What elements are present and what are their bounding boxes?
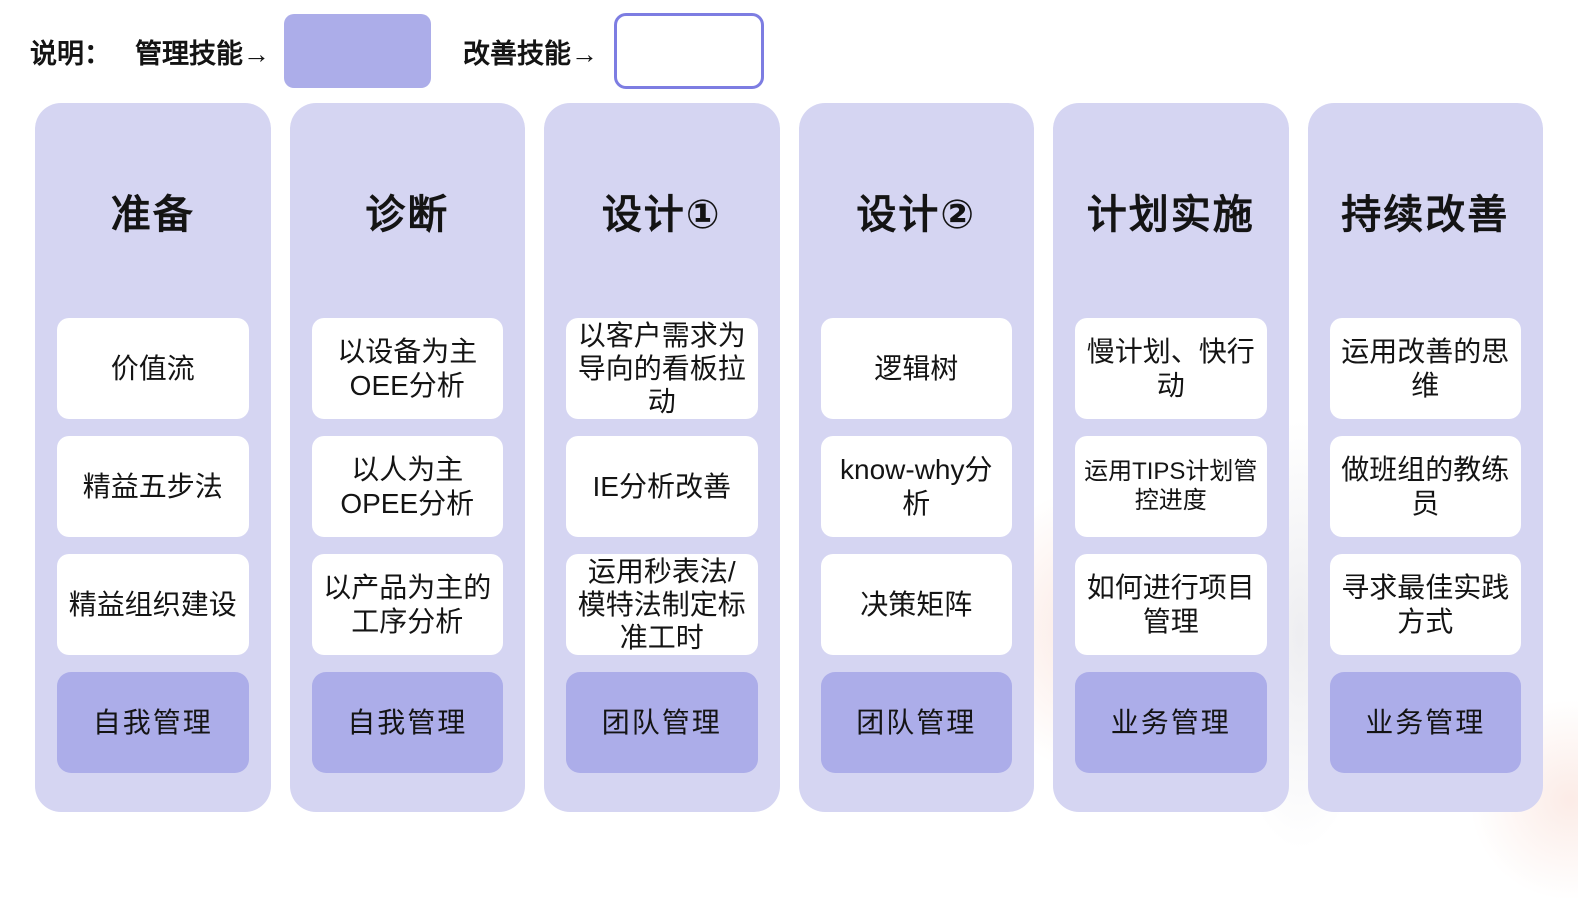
column-title: 诊断: [365, 192, 450, 237]
skill-card-label: 决策矩阵: [860, 588, 973, 620]
management-skill-label: 管理技能→: [135, 38, 270, 69]
skill-card: 价值流: [57, 318, 249, 419]
management-card-label: 自我管理: [92, 706, 213, 738]
skill-card: 慢计划、快行动: [1075, 318, 1267, 419]
legend-caption: 说明：: [30, 38, 111, 69]
stage-board: 准备 价值流 精益五步法 精益组织建设 自我管理 诊断 以设备为主OEE分析 以…: [0, 102, 1578, 812]
management-card: 业务管理: [1075, 672, 1267, 773]
skill-card: 如何进行项目管理: [1075, 554, 1267, 655]
skill-card-label: 逻辑树: [874, 352, 959, 384]
skill-card-label: 以人为主OPEE分析: [340, 454, 475, 519]
legend: 说明： 管理技能→ 改善技能→: [0, 0, 1578, 102]
skill-card-label: 运用秒表法/模特法制定标准工时: [577, 555, 746, 654]
stage-column-preparation: 准备 价值流 精益五步法 精益组织建设 自我管理: [35, 103, 271, 812]
skill-card: 运用改善的思维: [1329, 318, 1521, 419]
card-list: 逻辑树 know-why分析 决策矩阵 团队管理: [799, 318, 1035, 773]
skill-card-label: 以客户需求为导向的看板拉动: [577, 319, 746, 418]
management-card-label: 自我管理: [347, 706, 468, 738]
column-title: 持续改善: [1341, 192, 1510, 237]
skill-card: 以产品为主的工序分析: [311, 554, 503, 655]
improvement-skill-label: 改善技能→: [463, 38, 598, 69]
skill-card-label: 寻求最佳实践方式: [1341, 572, 1510, 637]
management-card-label: 业务管理: [1365, 706, 1486, 738]
column-title: 准备: [110, 192, 195, 237]
improvement-skill-swatch: [614, 13, 764, 89]
management-card: 团队管理: [566, 672, 758, 773]
column-title: 设计②: [856, 192, 977, 237]
skill-card: 决策矩阵: [820, 554, 1012, 655]
skill-card-label: 慢计划、快行动: [1086, 336, 1255, 401]
management-card-label: 业务管理: [1110, 706, 1231, 738]
card-list: 以客户需求为导向的看板拉动 IE分析改善 运用秒表法/模特法制定标准工时 团队管…: [544, 318, 780, 773]
management-card-label: 团队管理: [856, 706, 977, 738]
column-title: 设计①: [601, 192, 722, 237]
skill-card: 运用秒表法/模特法制定标准工时: [566, 554, 758, 655]
card-list: 以设备为主OEE分析 以人为主OPEE分析 以产品为主的工序分析 自我管理: [290, 318, 526, 773]
skill-card-label: know-why分析: [840, 454, 993, 519]
card-list: 慢计划、快行动 运用TIPS计划管控进度 如何进行项目管理 业务管理: [1053, 318, 1289, 773]
skill-card-label: IE分析改善: [592, 470, 731, 502]
skill-card-label: 运用改善的思维: [1341, 336, 1510, 401]
management-card-label: 团队管理: [601, 706, 722, 738]
skill-card: IE分析改善: [566, 436, 758, 537]
stage-column-design-1: 设计① 以客户需求为导向的看板拉动 IE分析改善 运用秒表法/模特法制定标准工时…: [544, 103, 780, 812]
skill-card: 逻辑树: [820, 318, 1012, 419]
management-card: 业务管理: [1329, 672, 1521, 773]
skill-card-label: 精益五步法: [82, 470, 223, 502]
skill-card: 精益组织建设: [57, 554, 249, 655]
skill-card-label: 精益组织建设: [68, 588, 237, 620]
stage-column-plan-implementation: 计划实施 慢计划、快行动 运用TIPS计划管控进度 如何进行项目管理 业务管理: [1053, 103, 1289, 812]
skill-card-label: 价值流: [110, 352, 195, 384]
skill-card: 以设备为主OEE分析: [311, 318, 503, 419]
management-card: 自我管理: [57, 672, 249, 773]
card-list: 价值流 精益五步法 精益组织建设 自我管理: [35, 318, 271, 773]
column-title: 计划实施: [1086, 192, 1255, 237]
skill-card: 运用TIPS计划管控进度: [1075, 436, 1267, 537]
stage-column-design-2: 设计② 逻辑树 know-why分析 决策矩阵 团队管理: [798, 103, 1035, 812]
skill-card-label: 运用TIPS计划管控进度: [1084, 458, 1258, 514]
management-card: 自我管理: [311, 672, 503, 773]
management-card: 团队管理: [820, 672, 1012, 773]
stage-column-diagnosis: 诊断 以设备为主OEE分析 以人为主OPEE分析 以产品为主的工序分析 自我管理: [289, 103, 526, 812]
skill-card: 以人为主OPEE分析: [311, 436, 503, 537]
skill-card-label: 以设备为主OEE分析: [337, 336, 478, 401]
skill-card: 精益五步法: [57, 436, 249, 537]
card-list: 运用改善的思维 做班组的教练员 寻求最佳实践方式 业务管理: [1308, 318, 1544, 773]
stage-column-continuous-improvement: 持续改善 运用改善的思维 做班组的教练员 寻求最佳实践方式 业务管理: [1307, 103, 1544, 812]
management-skill-swatch: [284, 14, 431, 88]
skill-card-label: 做班组的教练员: [1341, 454, 1510, 519]
skill-card: 以客户需求为导向的看板拉动: [566, 318, 758, 419]
skill-card: know-why分析: [820, 436, 1012, 537]
skill-card-label: 以产品为主的工序分析: [323, 572, 492, 637]
skill-card: 做班组的教练员: [1329, 436, 1521, 537]
skill-card-label: 如何进行项目管理: [1086, 572, 1255, 637]
skill-card: 寻求最佳实践方式: [1329, 554, 1521, 655]
